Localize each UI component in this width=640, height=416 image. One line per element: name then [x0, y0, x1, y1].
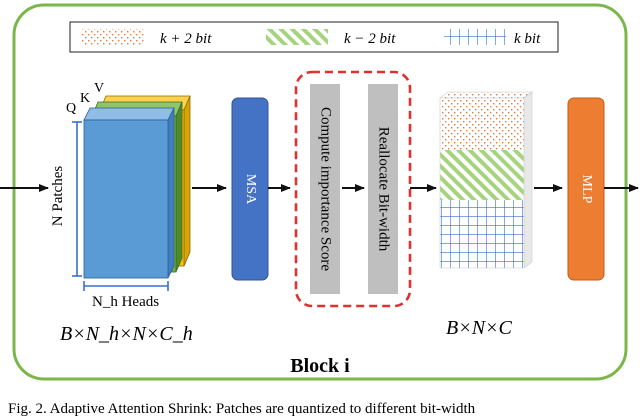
legend-swatch-stripes	[266, 29, 328, 45]
q-slab	[83, 107, 175, 279]
msa-label: MSA	[243, 174, 258, 205]
compute-importance-block	[310, 84, 340, 294]
legend: k + 2 bit k − 2 bit k bit	[69, 21, 559, 53]
legend-swatch-grid	[444, 29, 506, 45]
mlp-label: MLP	[579, 175, 594, 204]
q-slab-face	[83, 119, 169, 279]
reallocate-bitwidth-block	[368, 84, 398, 294]
block-title: Block i	[290, 355, 350, 377]
patches-k-section	[440, 200, 524, 268]
qkv-tensor: Q K V	[66, 81, 191, 279]
legend-swatch-dots	[82, 29, 144, 45]
quantized-patches	[439, 91, 533, 269]
patches-top-face	[439, 91, 533, 99]
legend-label-k-plus-2: k + 2 bit	[160, 31, 212, 47]
compute-importance-label: Compute importance Score	[318, 107, 334, 271]
activation-shape-label: B×N×C	[446, 317, 513, 339]
patches-side-face	[523, 91, 533, 269]
patches-outline	[439, 97, 525, 269]
heads-label: N_h Heads	[92, 294, 159, 310]
tensor-shape-label: B×N_h×N×C_h	[60, 323, 193, 345]
n-patches-label: N Patches	[50, 166, 66, 227]
k-label: K	[80, 91, 90, 106]
patches-k-plus-2-section	[440, 98, 524, 150]
figure-caption: Fig. 2. Adaptive Attention Shrink: Patch…	[8, 401, 476, 416]
block-frame	[12, 3, 628, 381]
q-label: Q	[66, 101, 76, 116]
legend-label-k-minus-2: k − 2 bit	[344, 31, 396, 47]
v-label: V	[94, 81, 104, 96]
bit-allocation-region	[294, 70, 412, 308]
legend-label-k: k bit	[514, 31, 541, 47]
reallocate-bitwidth-label: Reallocate Bit-width	[376, 127, 392, 252]
patches-k-minus-2-section	[440, 150, 524, 200]
